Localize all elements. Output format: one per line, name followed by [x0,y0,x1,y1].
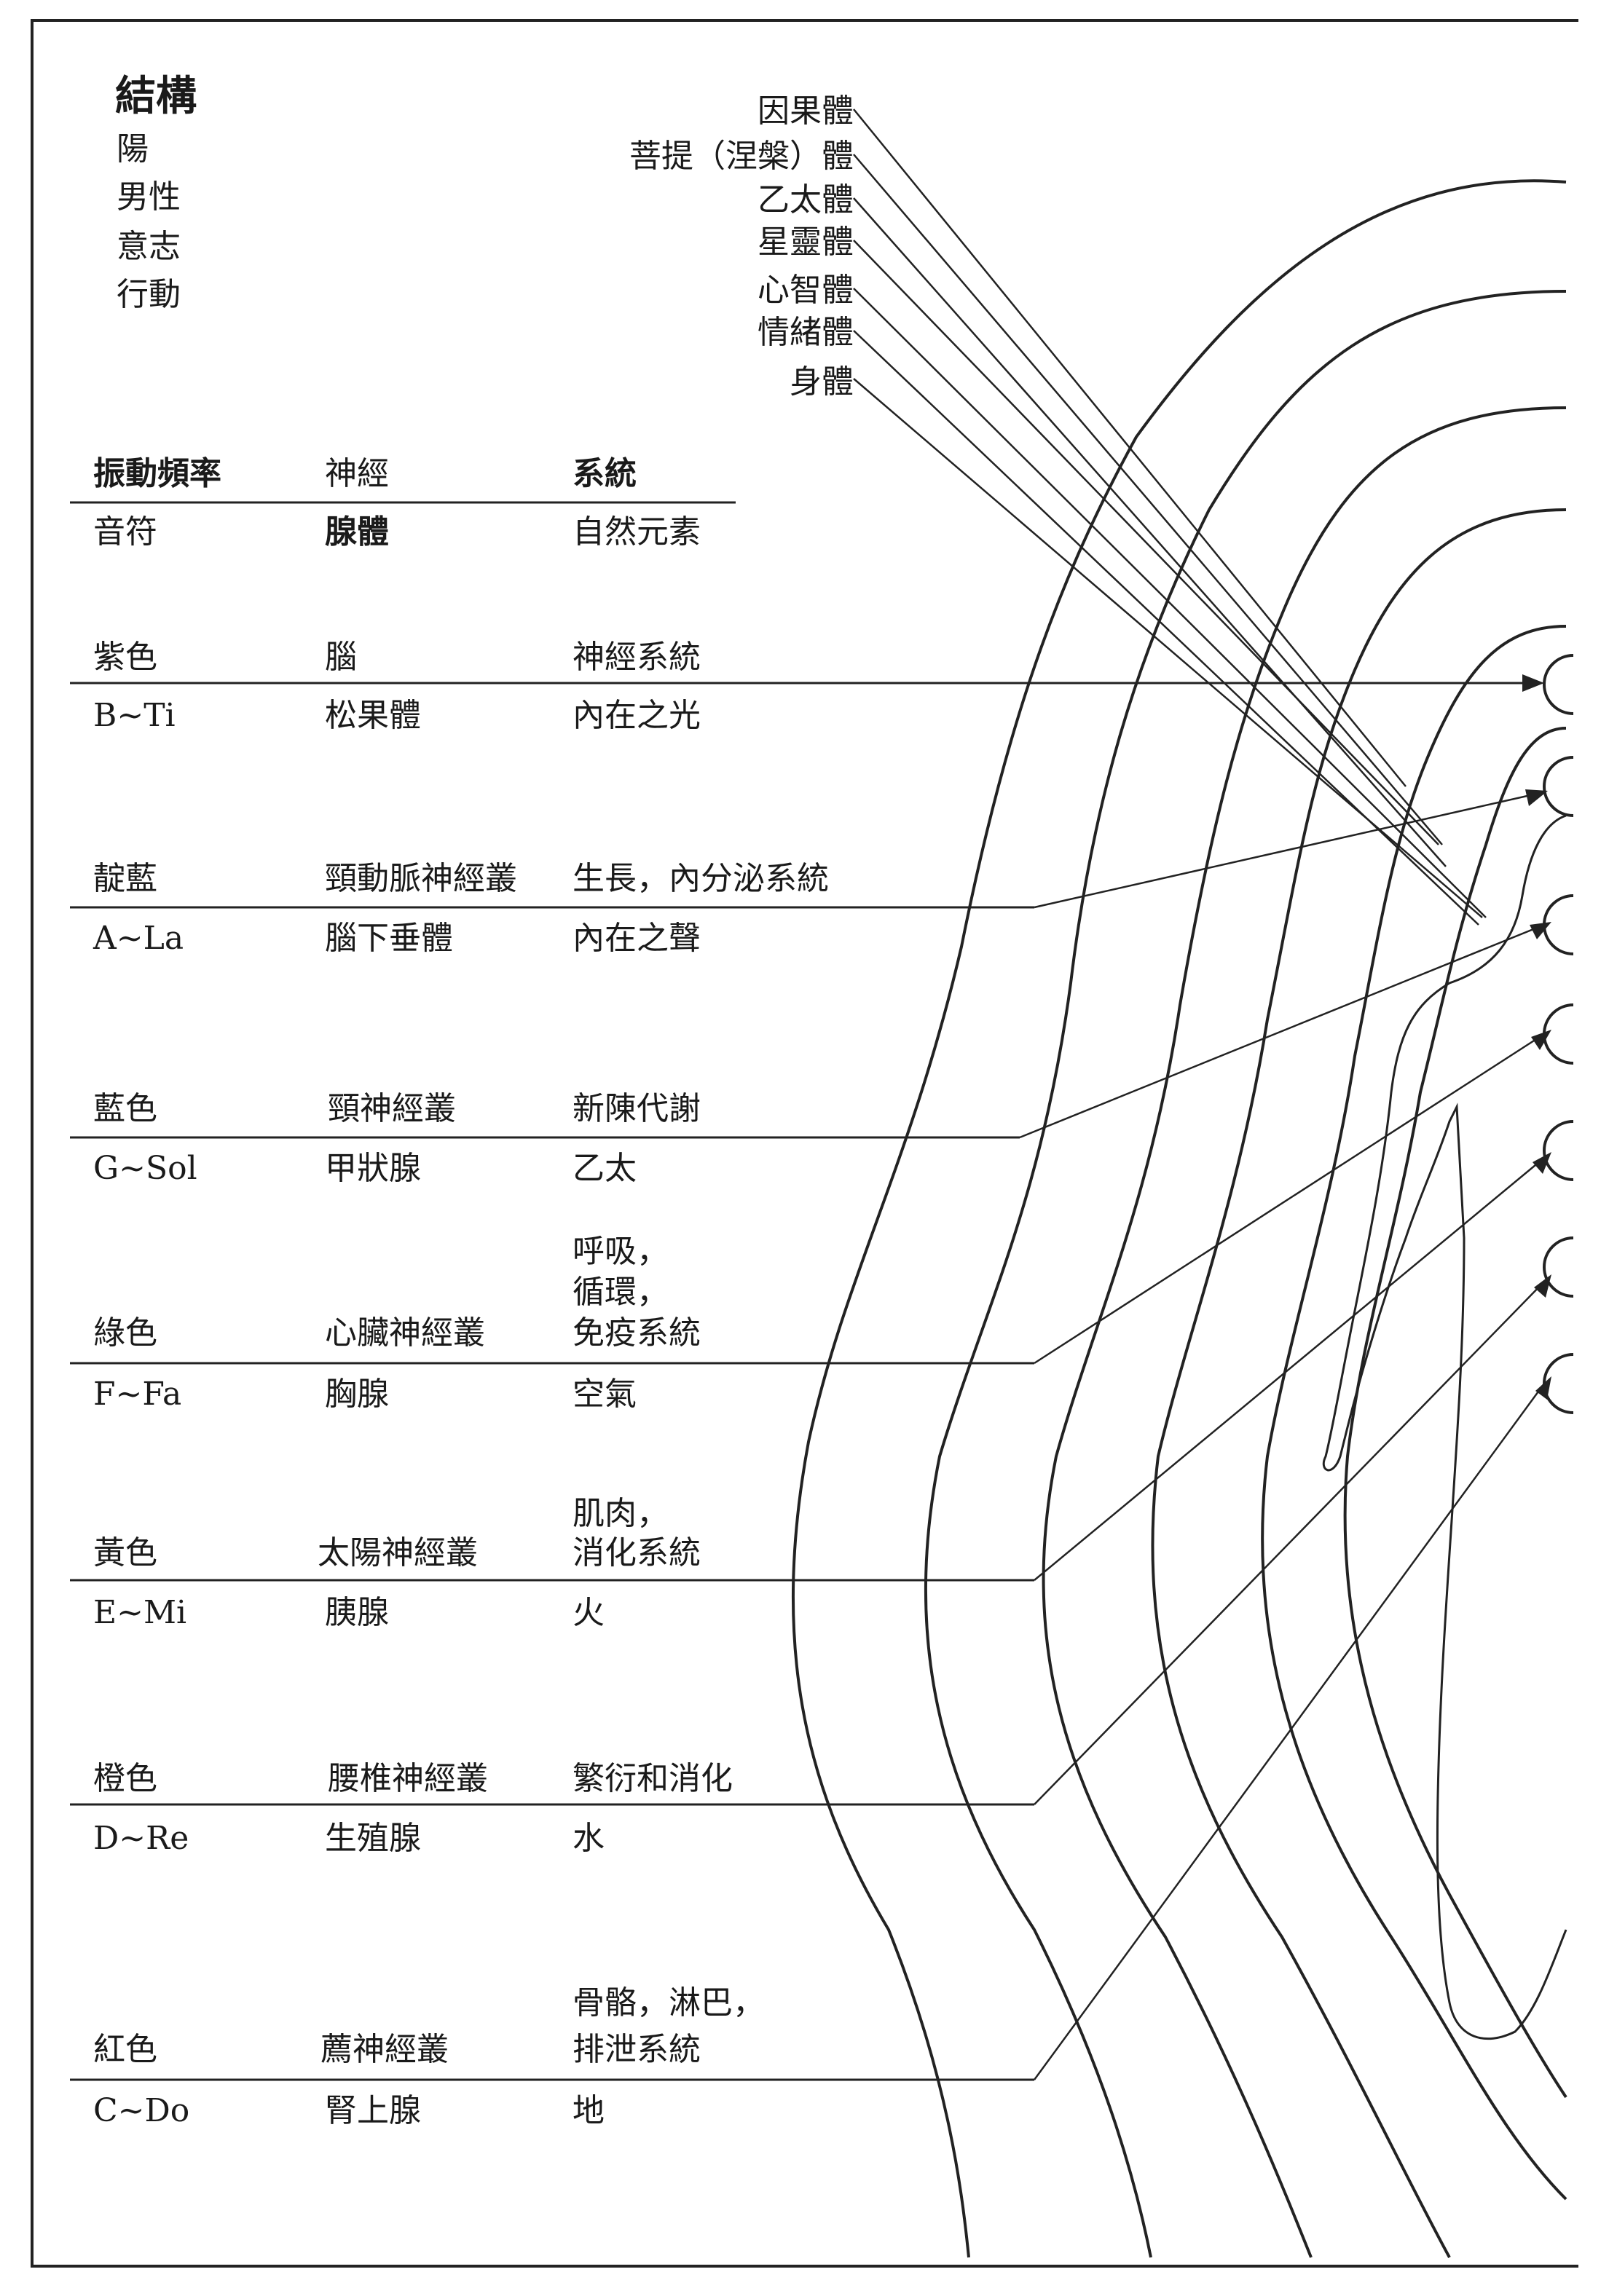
row-element: 火 [573,1594,605,1631]
body-label-etheric: 乙太體 [758,181,854,218]
row-color: 橙色 [93,1760,157,1797]
row-nerve: 腰椎神經叢 [328,1760,488,1797]
header-item: 意志 [117,228,181,265]
row-color: 紫色 [93,639,157,676]
chakra-circles [1543,654,1574,1414]
row-system: 神經系統 [573,639,701,676]
row-gland: 生殖腺 [325,1820,421,1857]
row-element: 地 [573,2092,605,2129]
body-leaders [853,109,1487,926]
row-system-line: 排泄系統 [573,2031,701,2068]
row-note: B~Ti [93,697,176,734]
row-gland: 腦下垂體 [325,920,453,957]
col-subheader-element: 自然元素 [573,513,701,551]
row-color: 黃色 [93,1534,157,1571]
row-system: 新陳代謝 [573,1090,701,1127]
row-note: E~Mi [93,1594,187,1631]
row-system: 繁衍和消化 [573,1760,733,1797]
row-note: A~La [93,920,184,957]
row-element: 內在之光 [573,697,701,734]
row-system-line: 骨骼，淋巴， [573,1984,765,2021]
row-system: 生長，內分泌系統 [573,860,829,897]
col-header-system: 系統 [573,455,637,492]
body-label-causal: 因果體 [758,92,854,130]
arrow-heads [1522,674,1551,1400]
header-item: 陽 [117,130,149,167]
header-item: 男性 [117,178,181,216]
body-label-bodhi: 菩提（涅槃）體 [629,138,854,175]
row-system-line: 免疫系統 [573,1314,701,1352]
row-note: D~Re [93,1820,189,1857]
row-system-line: 肌肉， [573,1495,669,1532]
row-element: 水 [573,1820,605,1857]
structure-title: 結構 [115,72,197,120]
row-note: F~Fa [93,1376,182,1413]
row-note: G~Sol [93,1150,197,1187]
row-system-line: 呼吸， [573,1233,669,1270]
col-subheader-note: 音符 [93,513,157,551]
row-color: 紅色 [93,2031,157,2068]
row-nerve: 太陽神經叢 [318,1534,478,1571]
row-gland: 腎上腺 [325,2092,421,2129]
col-header-frequency: 振動頻率 [93,455,221,492]
row-nerve: 心臟神經叢 [325,1314,485,1352]
row-gland: 胰腺 [325,1594,389,1631]
row-element: 內在之聲 [573,920,701,957]
row-nerve: 頸神經叢 [328,1090,456,1127]
row-color: 靛藍 [93,860,157,897]
row-element: 空氣 [573,1376,637,1413]
row-nerve: 頸動脈神經叢 [325,860,517,897]
row-color: 綠色 [93,1314,157,1352]
row-nerve: 薦神經叢 [320,2031,449,2068]
row-element: 乙太 [573,1150,637,1187]
row-note: C~Do [93,2092,190,2129]
col-header-nerve: 神經 [325,455,389,492]
body-label-astral: 星靈體 [758,224,854,261]
header-item: 行動 [117,276,181,313]
row-nerve: 腦 [325,639,357,676]
col-subheader-gland: 腺體 [325,513,389,551]
body-silhouette [1322,814,1567,2040]
page-frame [31,19,1578,2268]
aura-contours [791,179,1567,2258]
row-system-line: 消化系統 [573,1534,701,1571]
body-label-emotional: 情緒體 [758,314,854,351]
row-color: 藍色 [93,1090,157,1127]
row-system-line: 循環， [573,1274,669,1311]
body-label-physical: 身體 [790,363,854,401]
row-gland: 胸腺 [325,1376,389,1413]
row-gland: 松果體 [325,697,421,734]
row-gland: 甲狀腺 [325,1150,421,1187]
chakra-arrows [1019,682,1546,2080]
body-label-mental: 心智體 [758,272,854,309]
